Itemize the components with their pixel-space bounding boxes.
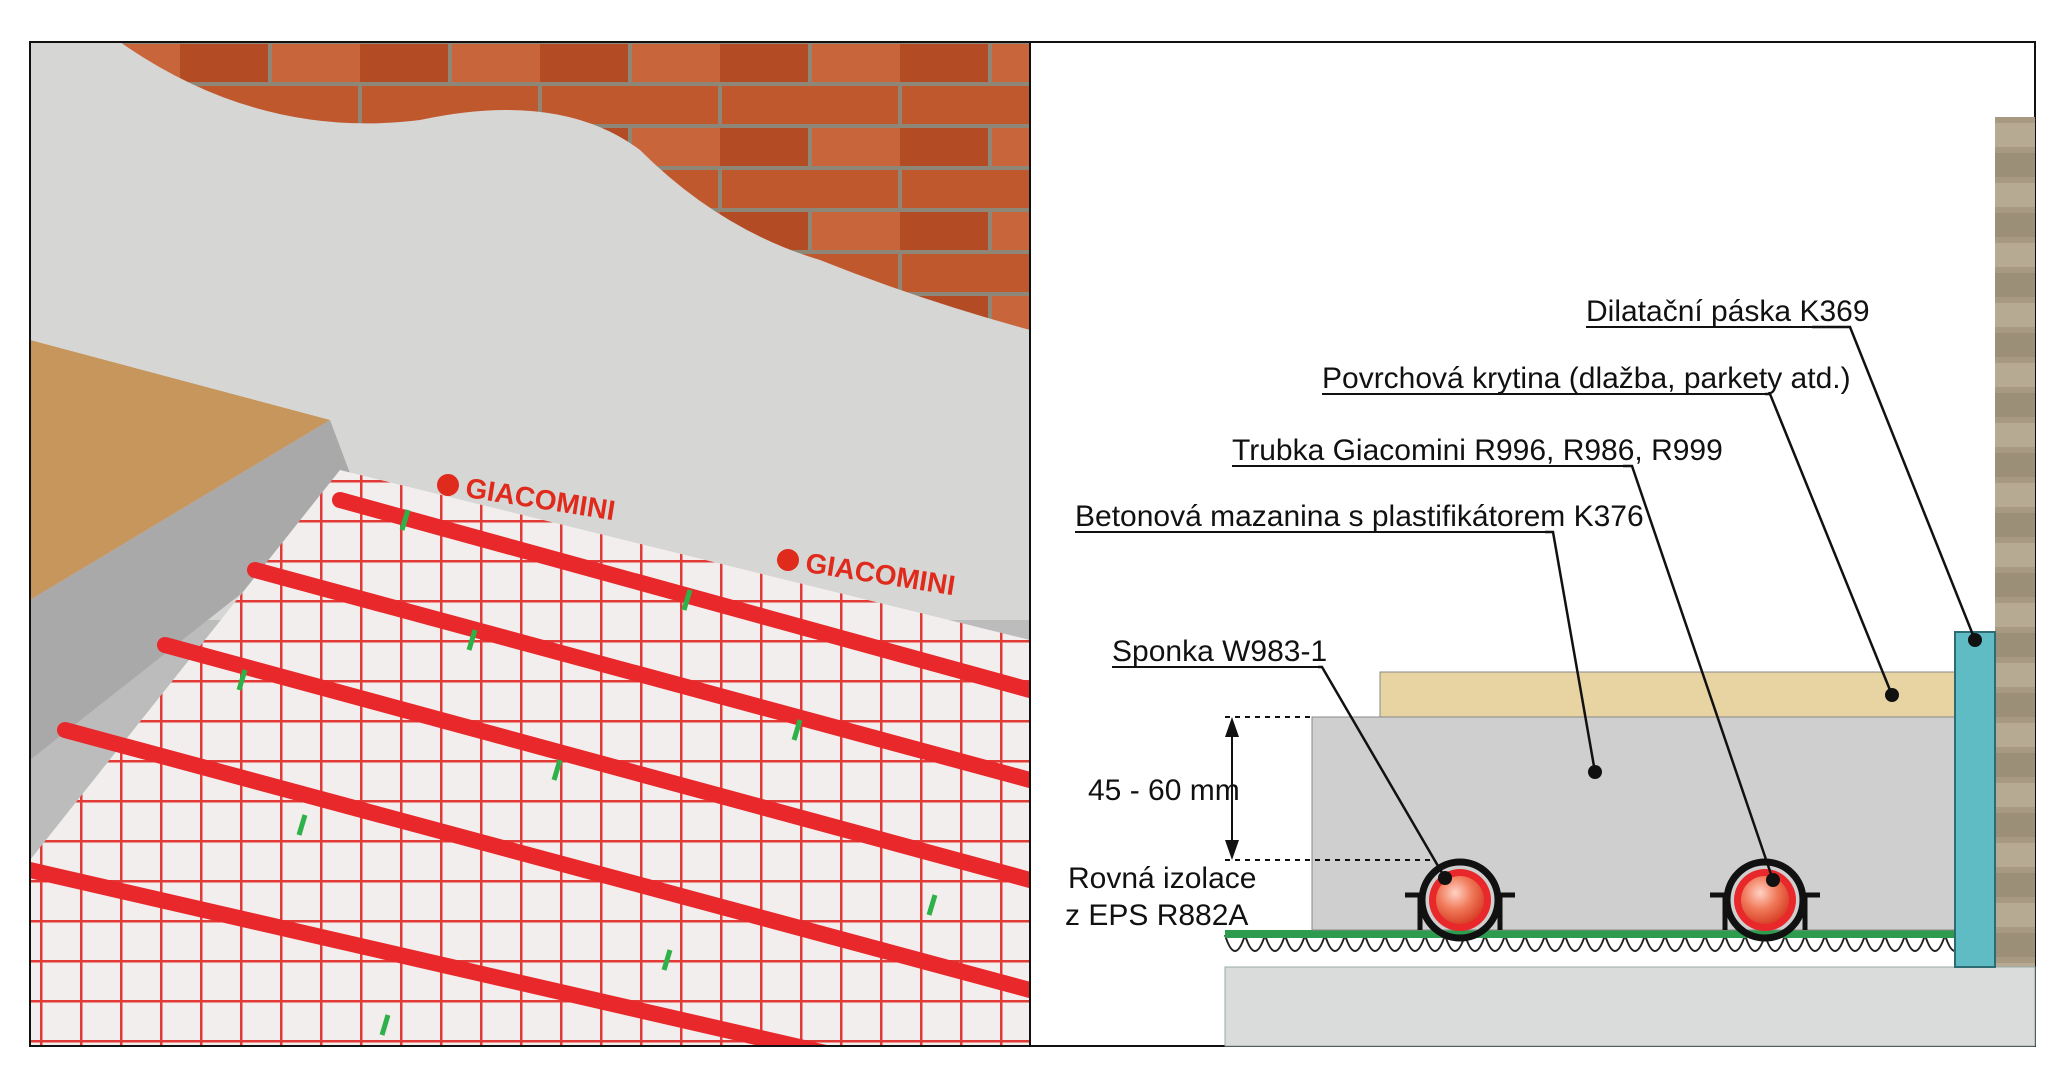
base-slab: [1224, 966, 2036, 1047]
label-insulation-line2: z EPS R882A: [1065, 899, 1248, 932]
section-panel: Dilatační páska K369 Povrchová krytina (…: [1029, 41, 2036, 1047]
stone-wall: [1995, 117, 2035, 967]
heating-pipes: [30, 492, 1030, 1046]
wood-floor: [30, 340, 330, 600]
pipe-section-2: [1710, 858, 1820, 942]
label-floor-covering: Povrchová krytina (dlažba, parkety atd.): [1322, 362, 1851, 395]
green-membrane: [1225, 930, 1955, 938]
render-panel: GIACOMINI GIACOMINI: [30, 42, 1030, 1046]
label-pipe: Trubka Giacomini R996, R986, R999: [1232, 434, 1723, 467]
label-insulation-line1: Rovná izolace: [1068, 862, 1256, 895]
thickness-dimension: [1225, 716, 1430, 861]
leader-dots: [1438, 633, 1982, 887]
concrete-slab: [30, 420, 360, 760]
screed-layer: [1311, 716, 1956, 931]
label-thickness: 45 - 60 mm: [1088, 774, 1240, 807]
dilatation-tape: [1954, 631, 1996, 968]
label-dilatation-tape: Dilatační páska K369: [1586, 295, 1870, 328]
eps-insulation: [1224, 931, 1966, 952]
floor-covering: [1379, 671, 1956, 718]
leader-lines: [1318, 325, 1977, 881]
label-screed: Betonová mazanina s plastifikátorem K376: [1075, 500, 1644, 533]
clips: [236, 509, 938, 1036]
label-clip: Sponka W983-1: [1112, 635, 1327, 668]
